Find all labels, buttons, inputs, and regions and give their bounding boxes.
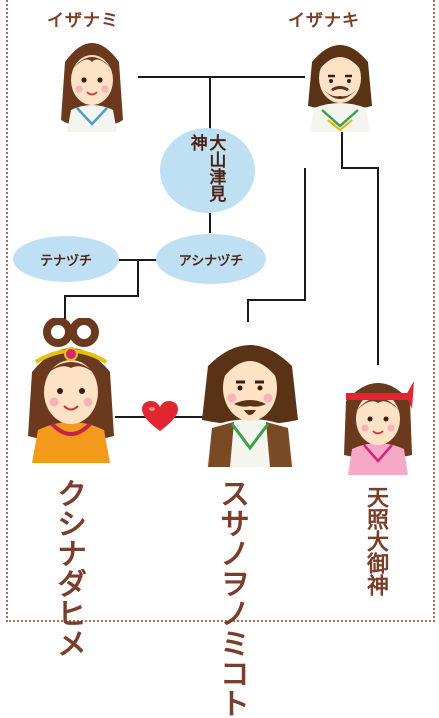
label-izanagi: イザナキ (288, 11, 360, 31)
line-izanagi-to-amaterasu (341, 153, 379, 365)
node-ooyamatsumi (160, 128, 255, 213)
susanoo-figure (202, 345, 298, 467)
label-kushinada: クシナダヒメ (51, 478, 86, 658)
node-tenazuchi: テナヅチ (13, 236, 119, 282)
label-tenazuchi: テナヅチ (39, 253, 92, 269)
label-ashinazuchi: アシナヅチ (178, 253, 244, 269)
line-parents-to-kushinada (64, 260, 139, 322)
amaterasu-figure (344, 381, 414, 475)
izanagi-figure (308, 45, 372, 132)
kushinada-figure (28, 318, 114, 463)
family-tree-lines (64, 76, 379, 418)
node-ashinazuchi: アシナヅチ (156, 234, 266, 284)
heart-icon (142, 401, 178, 431)
label-susanoo: スサノヲノミコト (214, 478, 249, 718)
line-izanagi-to-susanoo (247, 168, 306, 322)
label-amaterasu: 天照大御神 (363, 486, 388, 596)
label-izanami: イザナミ (47, 11, 119, 31)
izanami-figure (61, 43, 123, 132)
page-frame (6, 0, 435, 622)
label-ooyamatsumi: 大山津見神 (186, 134, 226, 202)
